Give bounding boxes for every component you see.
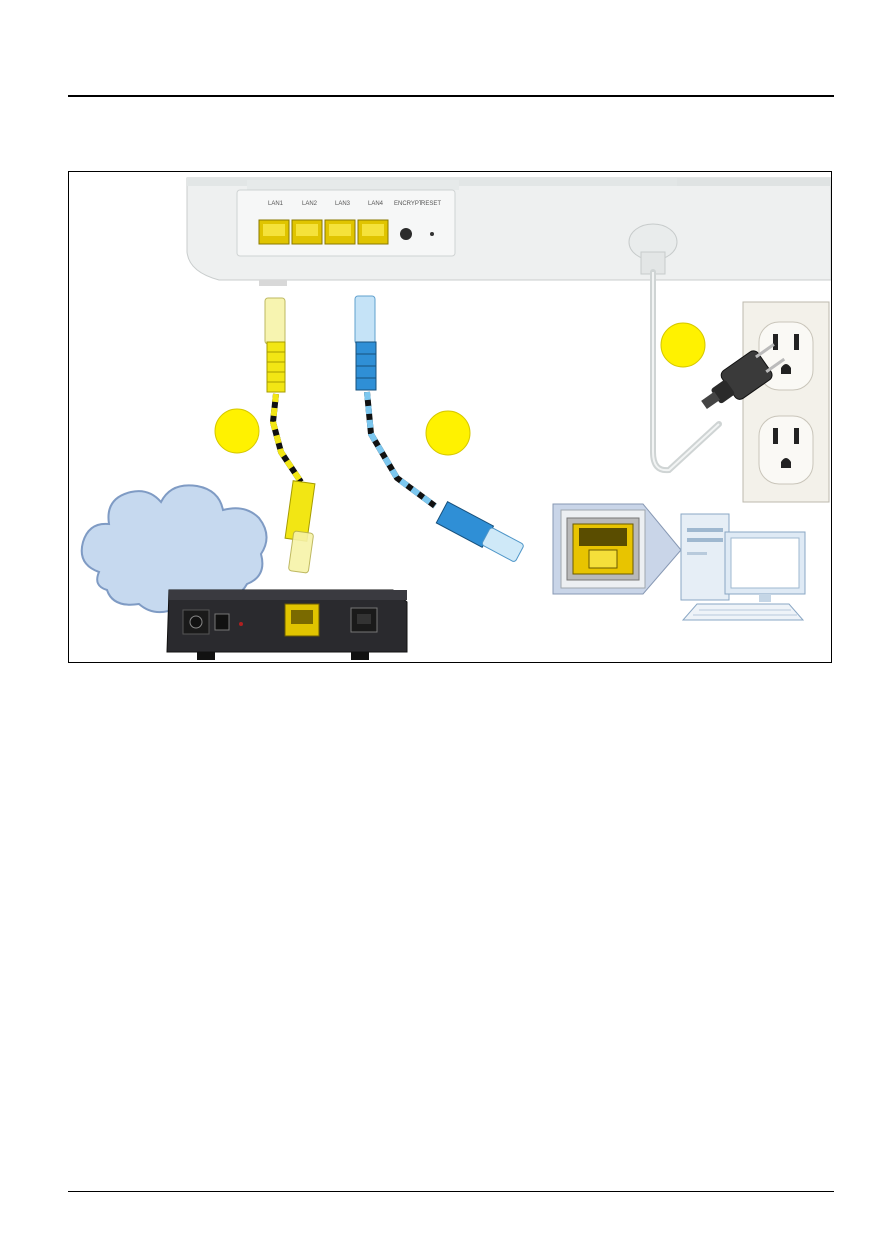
encrypt-button <box>400 228 412 240</box>
lan4-label: LAN4 <box>368 201 384 207</box>
hardware-connection-figure: LAN1 LAN2 LAN3 LAN4 ENCRYPT RESET <box>68 171 832 663</box>
power-cord <box>653 272 719 470</box>
step-marker-computer <box>426 411 470 455</box>
reset-label: RESET <box>421 201 441 207</box>
step-marker-modem <box>215 409 259 453</box>
lan3-label: LAN3 <box>335 201 351 207</box>
header-rule <box>68 95 834 97</box>
footer-rule <box>68 1191 834 1192</box>
ethernet-cable-icon <box>265 298 315 573</box>
reset-pinhole <box>430 232 434 236</box>
ethernet-port-icon <box>553 504 681 594</box>
lan2-label: LAN2 <box>302 201 318 207</box>
modem-icon <box>167 590 407 660</box>
wall-outlet-icon <box>743 302 829 502</box>
router-icon: LAN1 LAN2 LAN3 LAN4 ENCRYPT RESET <box>187 178 831 286</box>
computer-icon <box>681 514 805 620</box>
step-marker-power <box>661 323 705 367</box>
lan1-label: LAN1 <box>268 201 284 207</box>
encrypt-label: ENCRYPT <box>394 201 423 207</box>
